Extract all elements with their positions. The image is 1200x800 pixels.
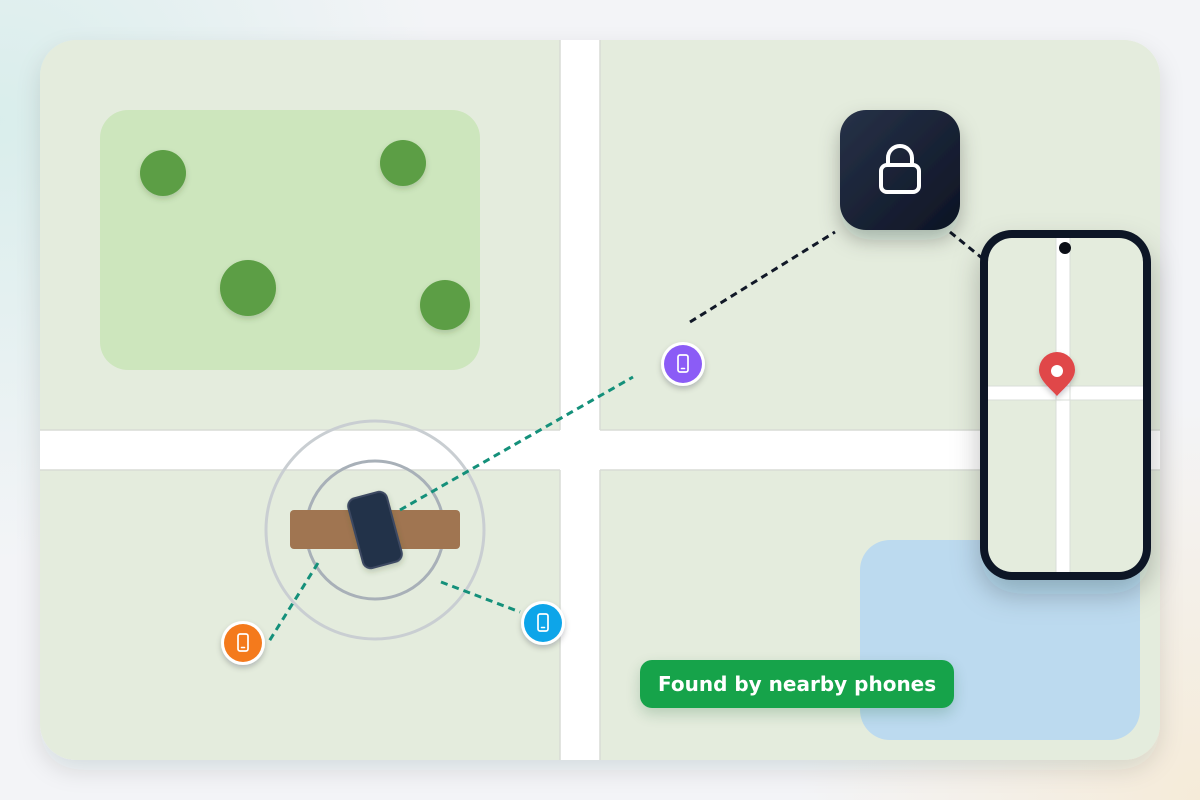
connection-lines	[266, 230, 983, 644]
tree	[220, 260, 276, 316]
helper-phone-purple	[661, 342, 705, 386]
owner-phone-map	[988, 238, 1143, 572]
smartphone-icon	[237, 633, 249, 652]
phone-camera	[1059, 242, 1071, 254]
road-vertical	[560, 40, 600, 760]
link-lost-to-purple	[399, 375, 634, 512]
tree	[140, 150, 186, 196]
lost-phone	[347, 490, 403, 570]
link-purple-to-lock	[689, 230, 836, 324]
lock-icon	[879, 144, 921, 194]
trees	[140, 140, 470, 330]
helper-phone-blue	[521, 601, 565, 645]
map-pin-icon	[1039, 352, 1075, 396]
encryption-lock-tile	[840, 110, 960, 230]
link-lost-to-blue	[440, 580, 521, 614]
smartphone-icon	[537, 613, 549, 632]
lost-phone-body	[347, 490, 403, 570]
screen-road-horizontal	[988, 386, 1143, 400]
screen-road-vertical	[1056, 238, 1070, 572]
lock-tile	[840, 110, 960, 230]
smartphone-icon	[677, 354, 689, 373]
helper-phone-orange	[221, 621, 265, 665]
tree	[380, 140, 426, 186]
owner-phone	[980, 230, 1151, 580]
link-lock-to-phone	[949, 230, 983, 260]
link-lost-to-orange	[266, 562, 320, 644]
caption-badge: Found by nearby phones	[640, 660, 955, 708]
tree	[420, 280, 470, 330]
proximity-ring-outer	[264, 419, 486, 641]
road-horizontal-left	[40, 430, 560, 470]
park-area	[100, 110, 480, 370]
